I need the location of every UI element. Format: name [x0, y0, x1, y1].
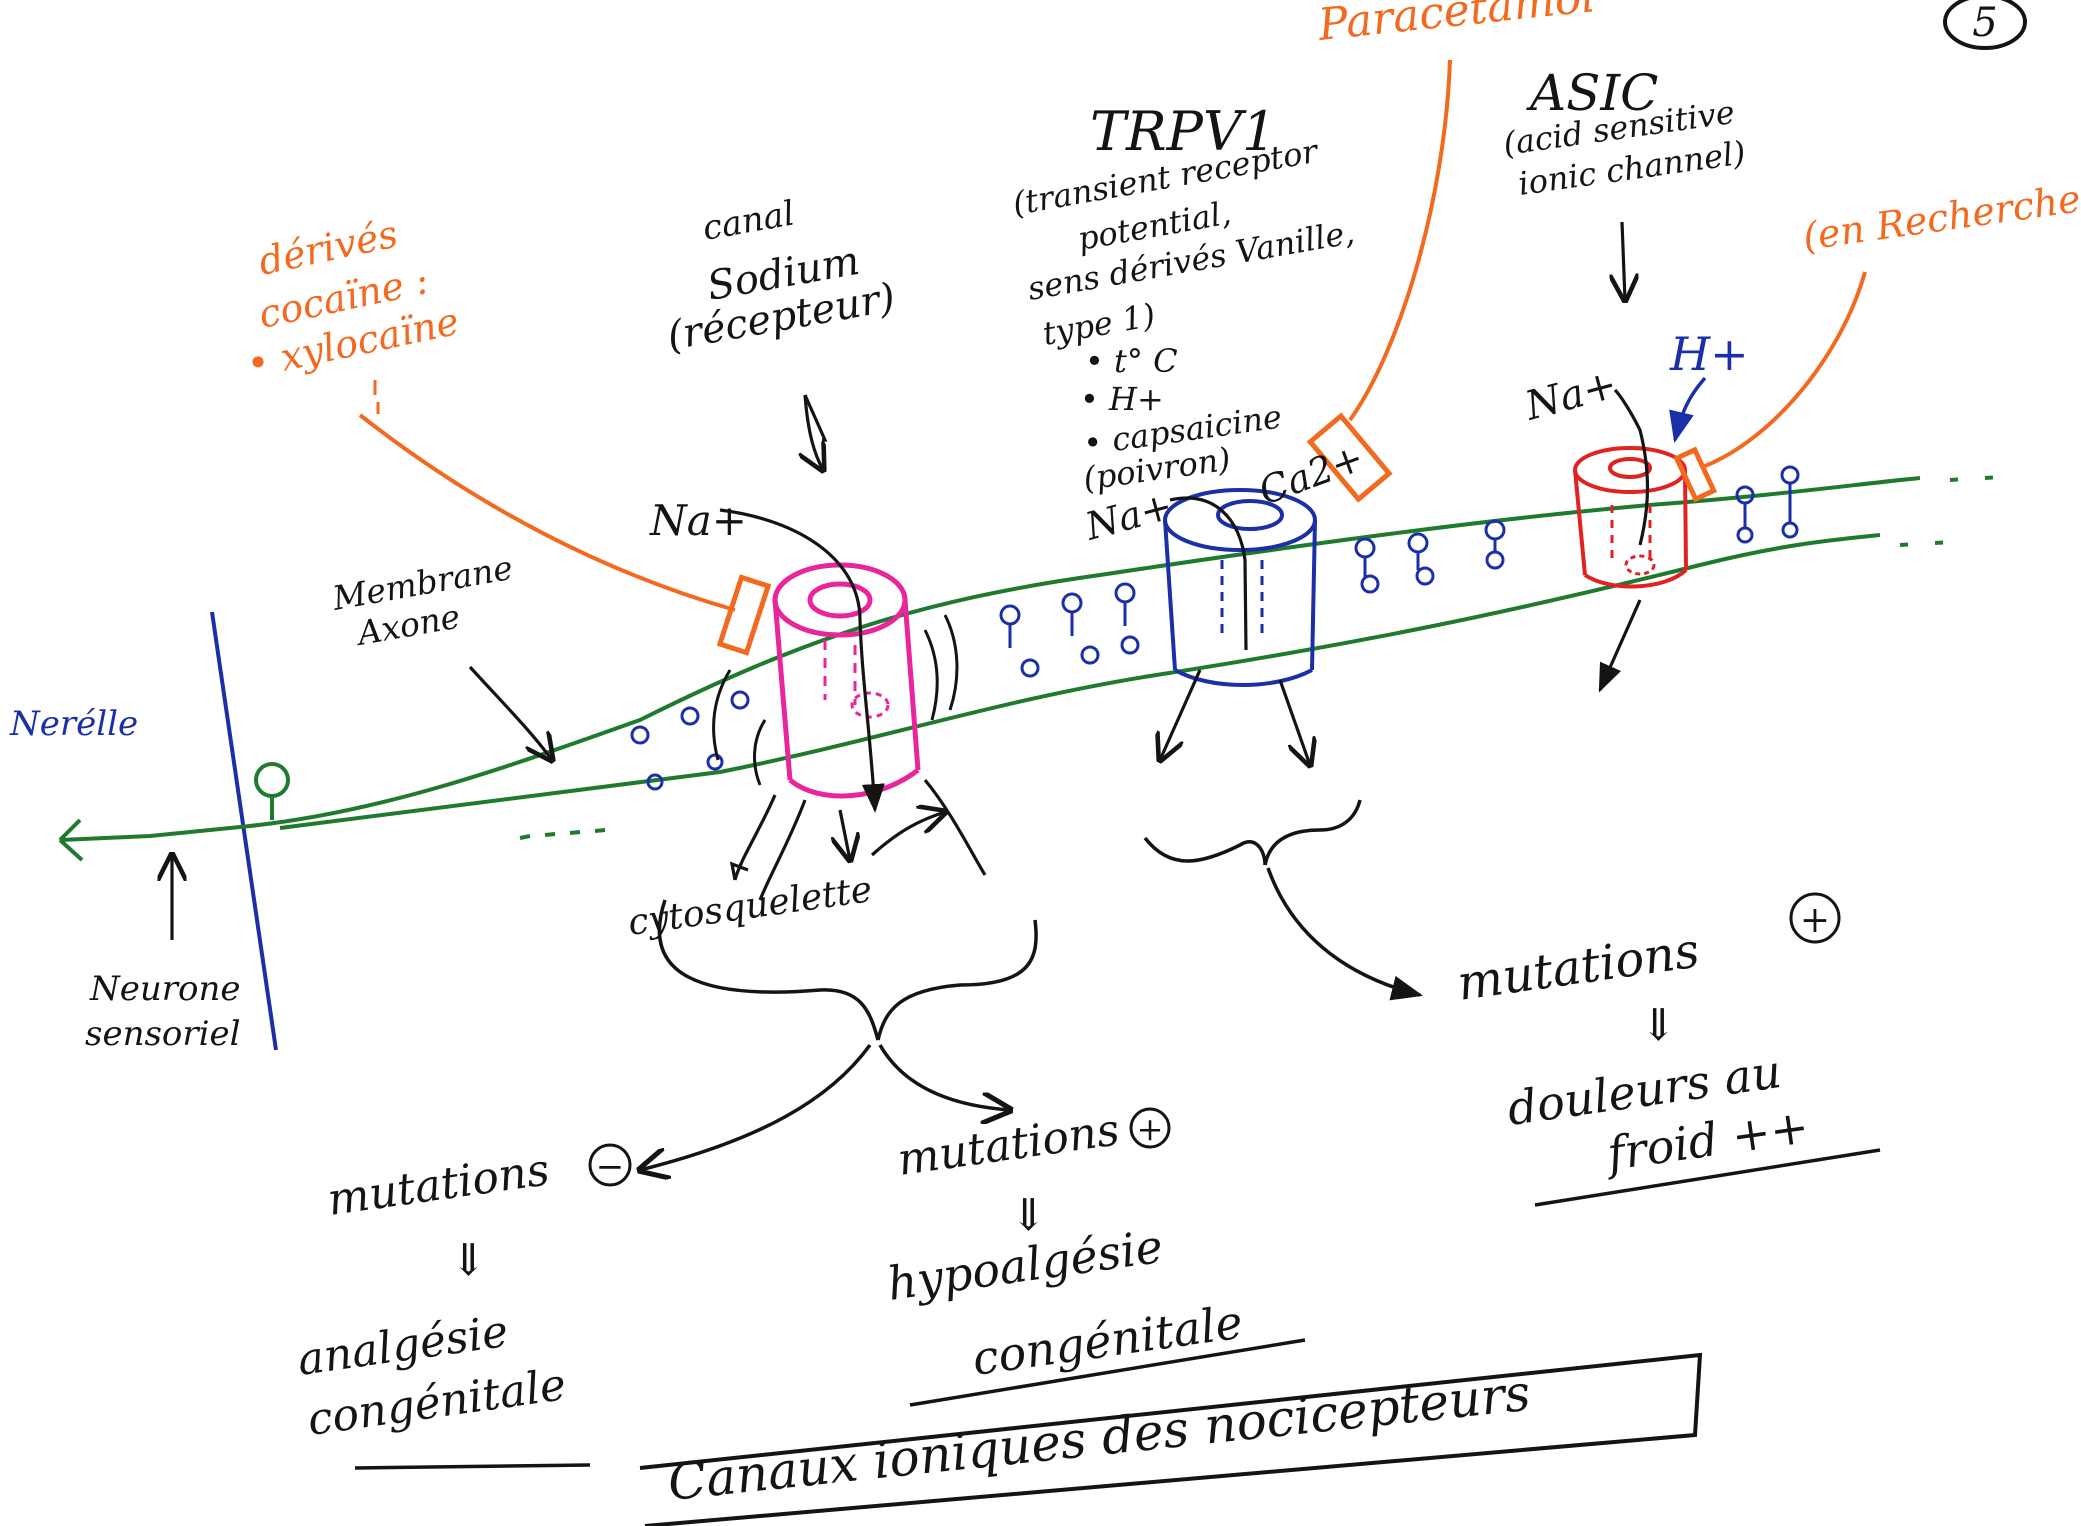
neuron-soma-icon — [254, 762, 290, 820]
membrane-label: Membrane Axone — [329, 548, 516, 654]
svg-text:5: 5 — [1972, 0, 1997, 46]
outcome-sodium-gain: mutations + ⇓ hypoalgésie congénitale — [884, 1104, 1246, 1386]
svg-text:canal: canal — [700, 193, 798, 248]
caption: Canaux ioniques des nocicepteurs — [665, 1364, 1533, 1512]
sodium-channel-title: canal Sodium (récepteur) — [664, 193, 899, 359]
annotation-arrows — [172, 221, 1650, 940]
neuron-label: Neurone sensoriel — [85, 969, 241, 1054]
trpv1-ca-label: Ca2+ — [1253, 435, 1369, 513]
needle: Nerélle — [9, 611, 278, 1051]
membrane-receptors — [630, 465, 1800, 791]
svg-text:mutations: mutations — [1454, 923, 1703, 1012]
svg-text:mutations: mutations — [324, 1144, 552, 1226]
svg-text:⇓: ⇓ — [1640, 1000, 1677, 1051]
svg-text:• H+: • H+ — [1080, 380, 1164, 418]
asic-h-label: H+ — [1669, 327, 1749, 381]
asic-na-label: Na+ — [1520, 361, 1622, 430]
svg-text:Neurone: Neurone — [89, 969, 241, 1009]
asic-title: ASIC — [1526, 64, 1658, 122]
trpv1-description: (transient receptor potential, sens déri… — [1010, 132, 1357, 353]
page-number: 5 — [1943, 0, 2027, 50]
caption-box — [639, 1352, 1703, 1526]
sodium-ion-label: Na+ — [649, 496, 747, 545]
sodium-drug-label: dérivés cocaïne : • xylocaïne — [243, 212, 463, 387]
svg-text:• t° C: • t° C — [1085, 342, 1178, 380]
xylocaine-site — [358, 380, 772, 656]
outcome-braces — [640, 799, 1424, 1170]
svg-text:+: + — [1800, 900, 1830, 941]
paracetamol-site — [1306, 59, 1452, 503]
h-plus-arrow — [1669, 376, 1707, 444]
asic-channel — [1573, 446, 1688, 589]
svg-text:sensoriel: sensoriel — [85, 1014, 241, 1054]
result-underlines — [354, 1148, 1881, 1470]
asic-drug-label: (en Recherche) — [1800, 174, 2081, 259]
svg-text:⇓: ⇓ — [450, 1235, 487, 1286]
svg-text:⇓: ⇓ — [1010, 1190, 1047, 1241]
sodium-channel-brackets — [712, 614, 959, 786]
svg-text:−: − — [596, 1147, 625, 1187]
sodium-channel — [772, 562, 921, 799]
outcome-sodium-loss: mutations − ⇓ analgésie congénitale — [294, 1143, 632, 1446]
needle-label: Nerélle — [9, 704, 138, 744]
svg-text:mutations: mutations — [894, 1104, 1122, 1186]
cytoskeleton-label: cytosquelette — [626, 869, 875, 944]
paracetamol-label: Paracétamol — [1315, 0, 1598, 51]
trpv1-title: TRPV1 — [1090, 100, 1276, 163]
axon-membrane — [58, 475, 2001, 862]
asic-drug-site — [1673, 271, 1867, 503]
svg-text:+: + — [1137, 1110, 1164, 1148]
outcome-trp-gain: mutations + ⇓ douleurs au froid ++ — [1454, 892, 1841, 1181]
trpv1-channel — [1163, 488, 1317, 687]
